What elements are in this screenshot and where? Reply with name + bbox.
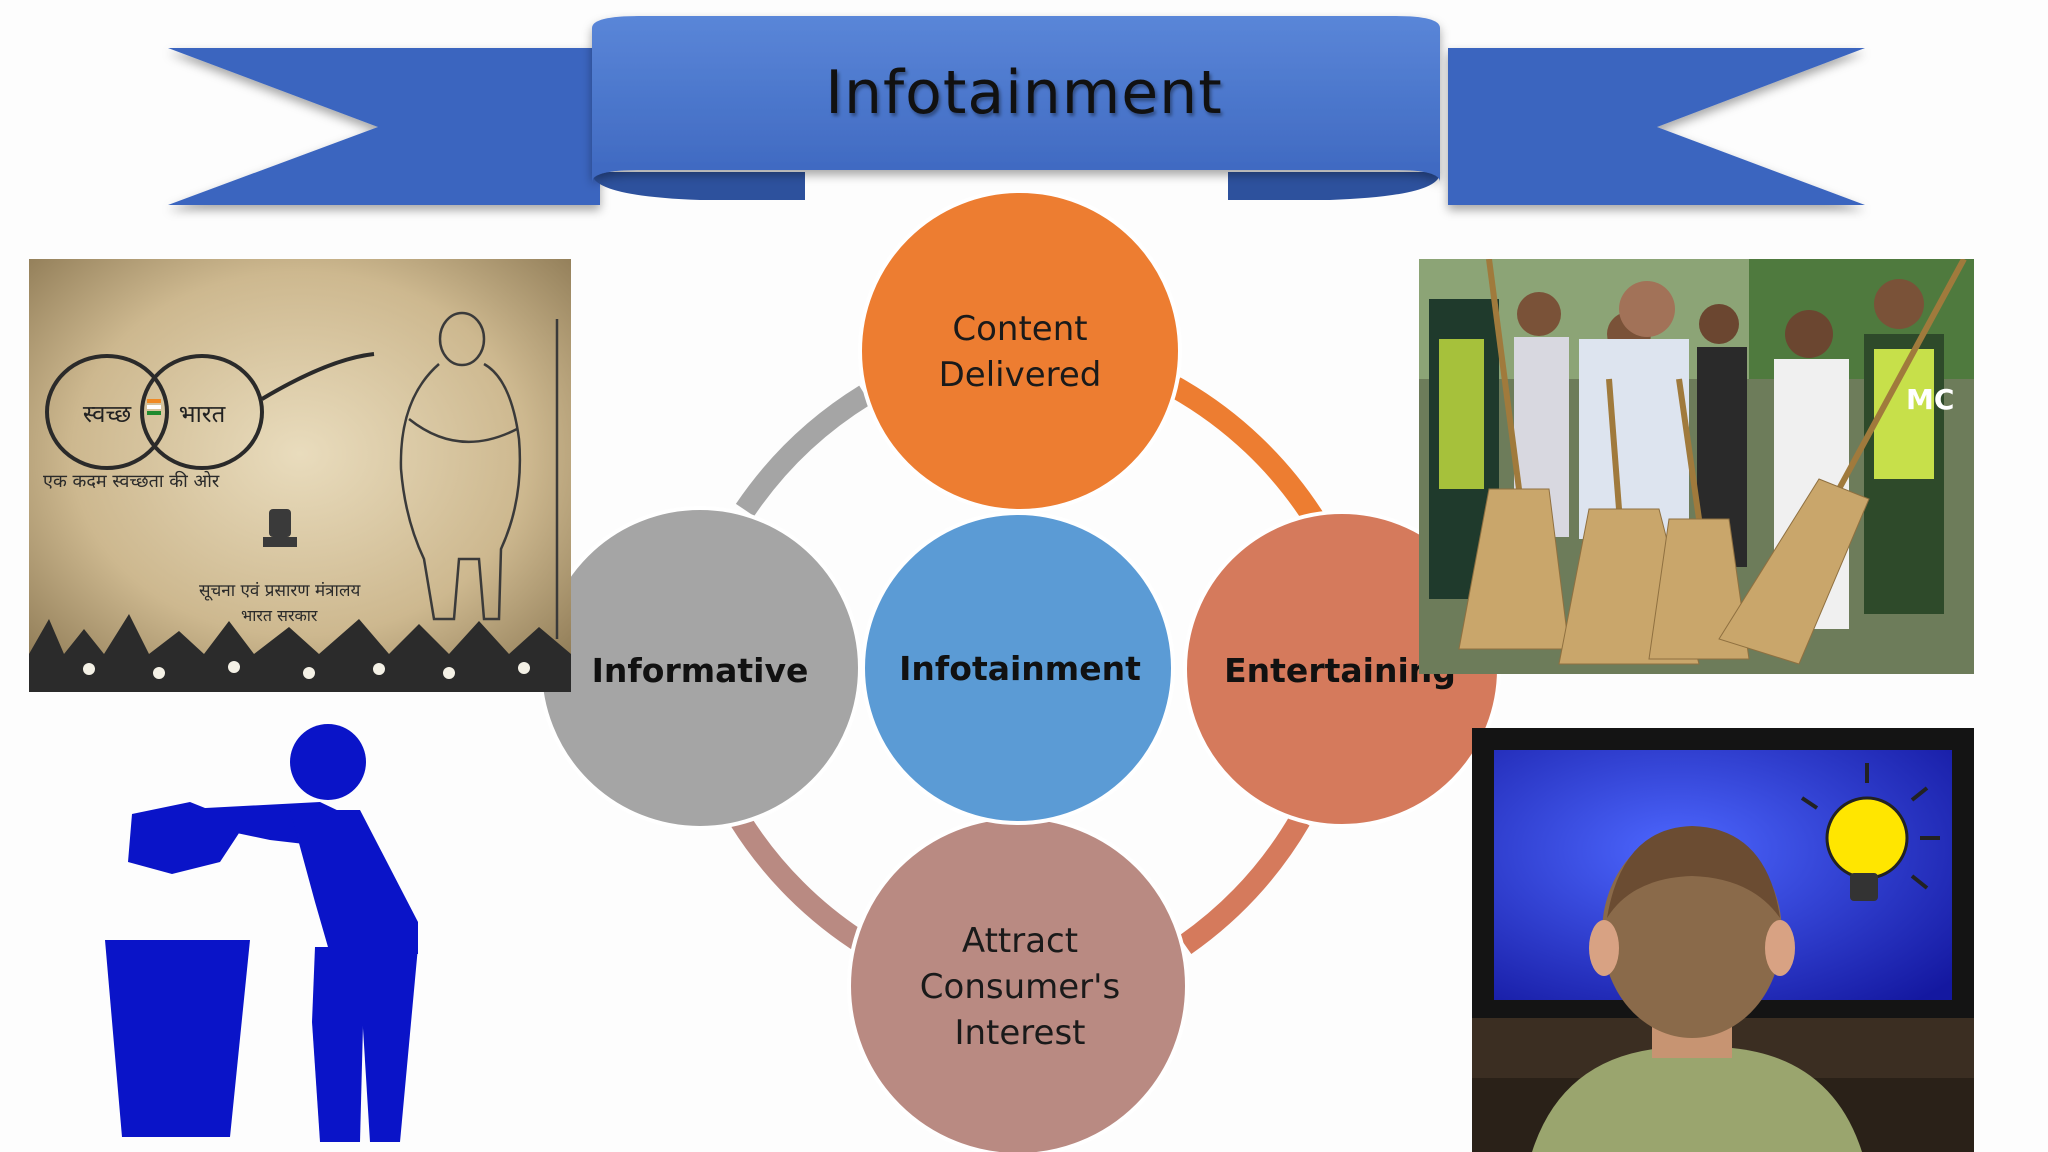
child-silhouette: [1532, 826, 1862, 1152]
paper-icon: [128, 802, 245, 874]
gandhi-sketch-icon: [399, 311, 559, 639]
ribbon-band: [592, 16, 1440, 182]
lightbulb-icon: [1800, 763, 1940, 901]
vest-text: MC: [1906, 383, 1954, 416]
infotainment-cycle-diagram: [538, 190, 1501, 1152]
ribbon-fold-left: [591, 172, 805, 200]
trash-bin-icon: [105, 940, 250, 1137]
label-content-delivered: Content Delivered: [938, 309, 1102, 395]
label-entertaining: Entertaining: [1224, 651, 1456, 690]
ribbon-tail-right: [1448, 48, 1865, 205]
banner-title: Infotainment: [825, 58, 1223, 128]
person-body: [290, 810, 418, 954]
person-leg-back: [312, 947, 365, 1142]
arc-attract-informative: [730, 814, 871, 955]
ribbon-tail-left: [168, 48, 600, 205]
node-content-delivered: [858, 190, 1182, 513]
child-watching-tv-photo: [1472, 728, 1974, 1152]
government-text: भारत सरकार: [241, 606, 318, 625]
arc-entertaining-attract: [1178, 814, 1310, 955]
label-attract-interest: Attract Consumer's Interest: [919, 921, 1121, 1053]
grass-silhouette: [29, 654, 571, 692]
label-informative: Informative: [591, 651, 809, 690]
tagline: एक कदम स्वच्छता की ओर: [43, 470, 220, 492]
broom-icons: [1458, 259, 1967, 665]
cleaning-campaign-photo: MC: [1419, 259, 1974, 674]
arc-informative-content: [735, 385, 871, 517]
spectacles-icon: [45, 352, 375, 470]
dustbin-person-icon: [105, 724, 418, 1142]
label-infotainment-center: Infotainment: [899, 649, 1141, 688]
node-infotainment-center: [861, 511, 1175, 825]
person-head: [290, 724, 366, 800]
ministry-text: सूचना एवं प्रसारण मंत्रालय: [199, 581, 361, 601]
arc-content-entertaining: [1169, 377, 1325, 526]
ribbon-fold-right: [1228, 172, 1441, 200]
logo-text-swachh: स्वच्छ: [83, 400, 132, 428]
person-leg-front: [358, 947, 418, 1142]
swachh-bharat-logo-image: स्वच्छ भारत एक कदम स्वच्छता की ओर सूचना …: [29, 259, 571, 692]
title-banner: [168, 16, 1865, 205]
national-emblem-icon: [263, 509, 297, 547]
logo-text-bharat: भारत: [179, 400, 227, 428]
